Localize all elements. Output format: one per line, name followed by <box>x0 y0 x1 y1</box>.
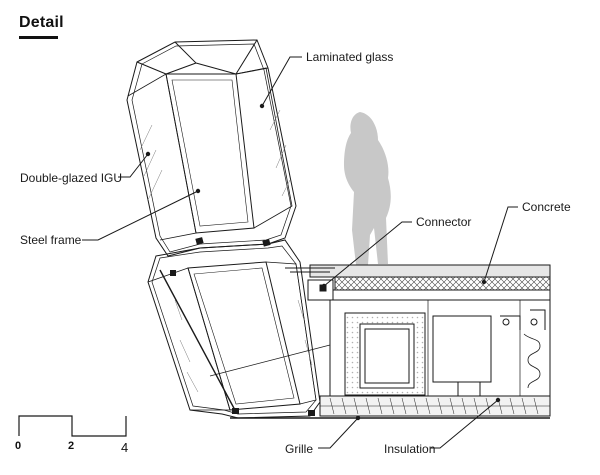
leader-laminated-glass <box>261 56 302 107</box>
label-laminated-glass: Laminated glass <box>306 50 394 64</box>
leader-dots <box>145 103 501 421</box>
label-connector: Connector <box>416 215 472 229</box>
scale-bar <box>18 415 127 437</box>
leader-igu <box>118 153 149 178</box>
leader-grille <box>318 417 359 449</box>
label-double-glazed-igu: Double-glazed IGU <box>20 171 123 185</box>
label-grille: Grille <box>285 442 314 456</box>
label-concrete: Concrete <box>522 200 571 214</box>
label-steel-frame: Steel frame <box>20 233 82 247</box>
scale-tick-0: 0 <box>15 440 22 452</box>
connector-nodes <box>170 237 315 416</box>
scale-tick-4: 4 <box>121 440 129 455</box>
person-silhouette <box>344 112 391 265</box>
leader-insulation <box>430 399 499 449</box>
page-title: Detail <box>19 14 64 31</box>
floor-slab <box>285 264 551 301</box>
substructure <box>329 299 551 401</box>
leader-steel-frame <box>82 190 199 241</box>
scale-tick-2: 2 <box>68 440 75 452</box>
leader-connector <box>323 221 412 287</box>
title-underline <box>19 36 58 39</box>
leader-lines <box>82 56 518 449</box>
leader-concrete <box>483 206 518 283</box>
upper-glass-prism <box>126 39 297 257</box>
lower-glass-prism <box>147 239 331 419</box>
label-insulation: Insulation <box>384 442 436 456</box>
grille-insulation-band <box>230 395 551 419</box>
